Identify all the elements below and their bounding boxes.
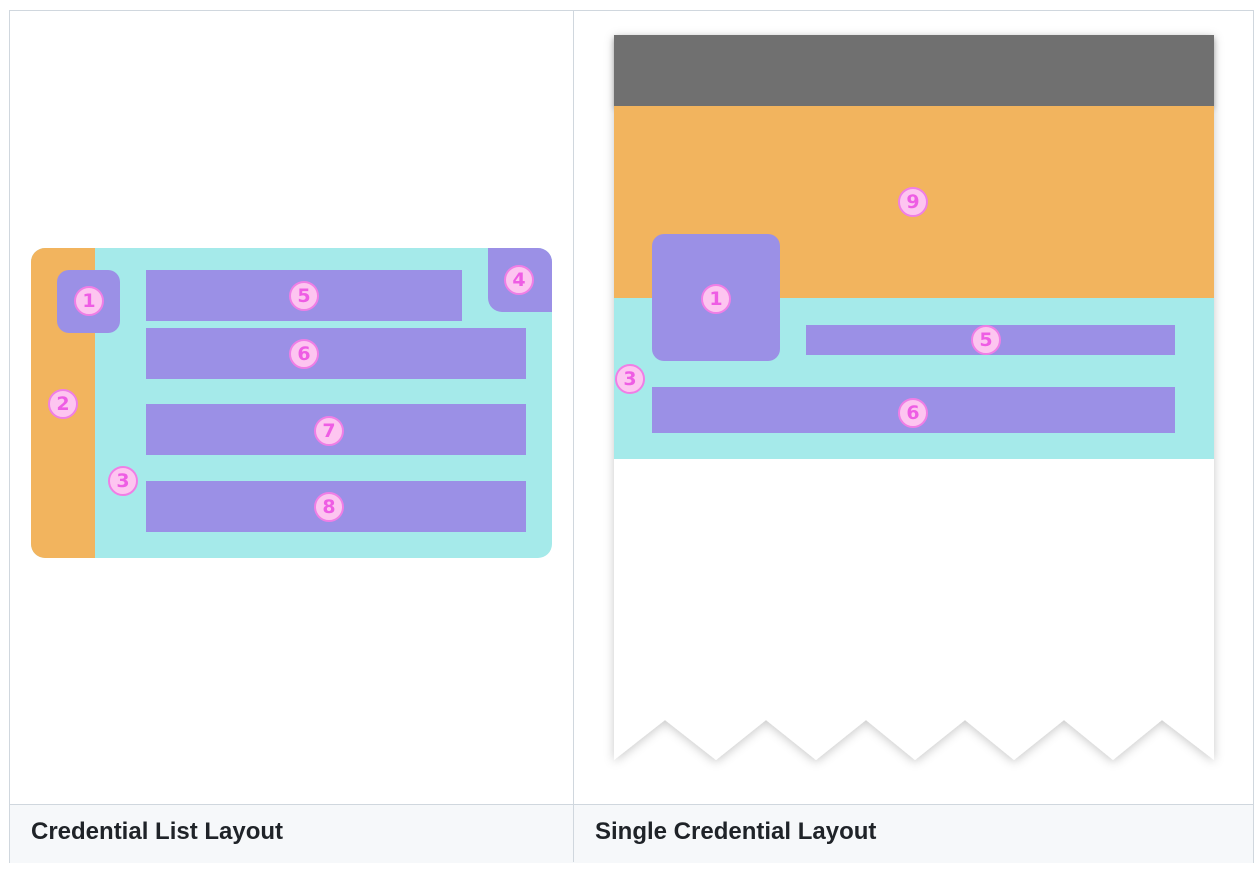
caption-divider (573, 804, 574, 862)
list-marker-2: 2 (48, 389, 78, 419)
list-marker-3: 3 (108, 466, 138, 496)
list-field-bar-6 (146, 328, 526, 379)
single-marker-9: 9 (898, 187, 928, 217)
single-header-bar (614, 35, 1214, 106)
single-marker-6: 6 (898, 398, 928, 428)
single-marker-1: 1 (701, 284, 731, 314)
list-marker-6: 6 (289, 339, 319, 369)
single-marker-5: 5 (971, 325, 1001, 355)
column-divider (573, 10, 574, 863)
list-marker-8: 8 (314, 492, 344, 522)
caption-credential-list: Credential List Layout (31, 818, 284, 845)
list-marker-4: 4 (504, 265, 534, 295)
caption-row (10, 804, 1253, 863)
list-marker-7: 7 (314, 416, 344, 446)
caption-single-credential: Single Credential Layout (595, 818, 877, 845)
list-marker-1: 1 (74, 286, 104, 316)
single-marker-3: 3 (615, 364, 645, 394)
list-marker-5: 5 (289, 281, 319, 311)
